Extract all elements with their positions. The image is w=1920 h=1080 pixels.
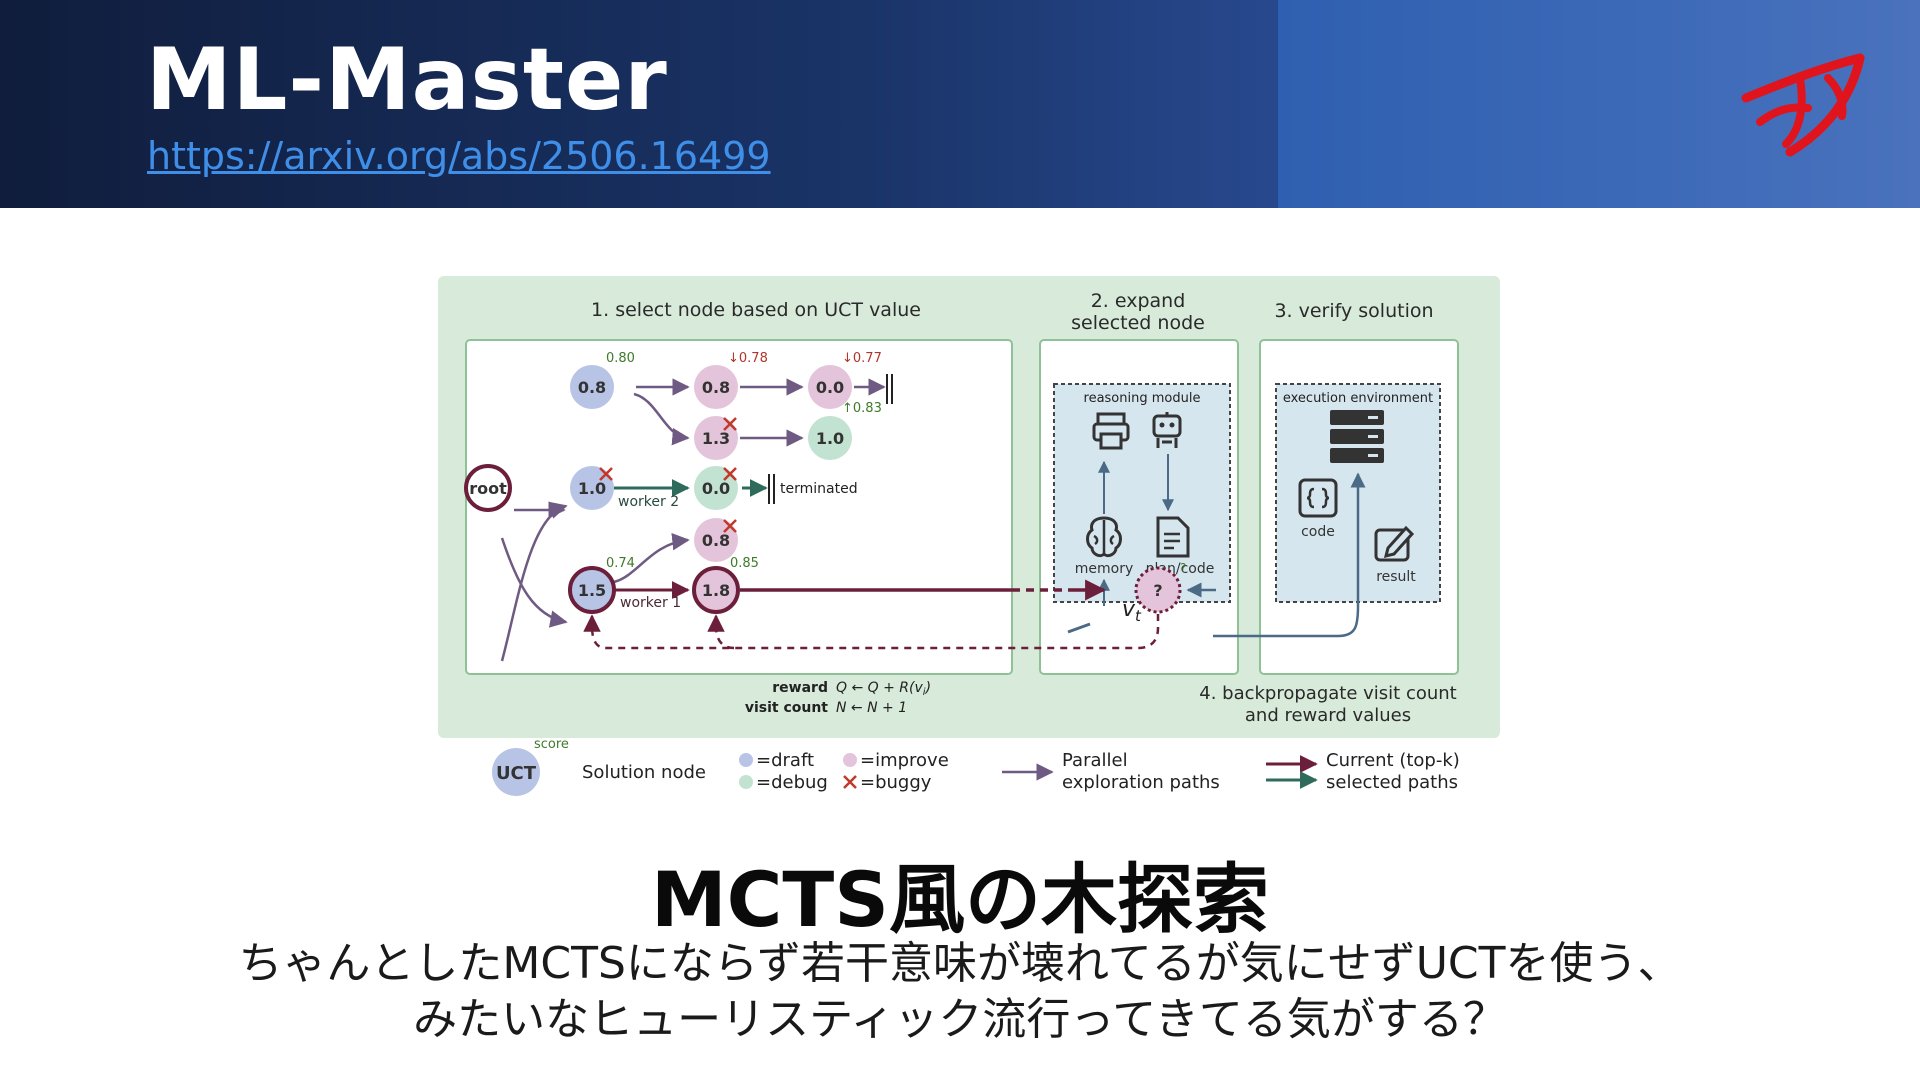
- header-accent-panel: [1278, 0, 1920, 208]
- slide-title: ML-Master: [146, 30, 668, 130]
- legend: UCT score Solution node =draft =improve …: [492, 737, 1460, 796]
- document-icon: [1156, 516, 1190, 558]
- reward-label: reward: [772, 680, 828, 696]
- legend-draft: =draft: [756, 750, 814, 771]
- backprop-path: [583, 614, 1160, 650]
- score-n1: 0.80: [606, 351, 635, 366]
- reasoning-module-box: [1053, 383, 1231, 603]
- body-text: ちゃんとしたMCTSにならず若干意味が壊れてるが気にせずUCTを使う、 みたいな…: [0, 936, 1920, 1048]
- memory-label: memory: [1075, 561, 1134, 577]
- server-icon: [1330, 410, 1384, 463]
- score-n5: 0.74: [606, 556, 635, 571]
- node-q-score: ?: [1180, 561, 1186, 575]
- edge-n9-n8: [613, 532, 690, 584]
- code-label: code: [1301, 524, 1335, 540]
- paper-link[interactable]: https://arxiv.org/abs/2506.16499: [147, 134, 771, 178]
- section-heading: MCTS風の木探索: [651, 855, 1269, 944]
- legend-solution-node: Solution node: [582, 762, 706, 783]
- buggy-mark-n6-icon: [599, 467, 613, 481]
- brand-logo-icon: [1741, 53, 1865, 157]
- step4-line1: 4. backpropagate visit count: [1199, 683, 1456, 704]
- terminated-label: terminated: [780, 481, 858, 497]
- mcts-figure: 1. select node based on UCT value 2. exp…: [438, 276, 1500, 796]
- node-n2: [694, 365, 738, 409]
- legend-current-line1: Current (top-k): [1326, 750, 1460, 771]
- score-n3: ↓0.77: [842, 351, 882, 366]
- legend-improve-dot: [843, 753, 857, 767]
- ml-master-diagram: 1. select node based on UCT value 2. exp…: [438, 276, 1500, 804]
- execution-environment-label: execution environment: [1283, 391, 1433, 406]
- code-braces-icon: [1298, 478, 1338, 518]
- edit-result-icon: [1374, 525, 1415, 562]
- score-n4: ↑0.83: [842, 401, 882, 416]
- node-n3-label: 0.0: [816, 378, 844, 397]
- node-n3: [808, 365, 852, 409]
- worker2-label: worker 2: [618, 494, 679, 510]
- vt-main: v: [1122, 597, 1136, 622]
- node-n1: [570, 365, 614, 409]
- legend-score: score: [534, 737, 569, 752]
- step3-title: 3. verify solution: [1274, 300, 1433, 322]
- legend-uct: UCT: [496, 763, 537, 784]
- robot-icon: [1152, 412, 1182, 448]
- visit-label: visit count: [745, 700, 828, 716]
- node-n4-label: 1.3: [702, 429, 730, 448]
- legend-parallel-line1: Parallel: [1062, 750, 1128, 771]
- node-q: [1134, 566, 1182, 614]
- node-n9-label: 1.5: [578, 581, 606, 600]
- node-n10-label: 1.8: [702, 581, 730, 600]
- legend-current-line2: selected paths: [1326, 772, 1458, 793]
- step2-title-line2: selected node: [1071, 312, 1205, 334]
- node-n10: [692, 566, 740, 614]
- visit-formula: N ← N + 1: [836, 700, 907, 716]
- edge-n1-n4: [633, 392, 690, 446]
- reasoning-module-label: reasoning module: [1084, 391, 1201, 406]
- legend-draft-dot: [739, 753, 753, 767]
- slide-header: ML-Master https://arxiv.org/abs/2506.164…: [0, 0, 1920, 208]
- node-n8-label: 0.8: [702, 531, 730, 550]
- node-n5-label: 1.0: [816, 429, 844, 448]
- step4-line2: and reward values: [1245, 705, 1411, 726]
- vt-label: vt: [1122, 597, 1142, 625]
- body-line-2: みたいなヒューリスティック流行ってきてる気がする？: [413, 994, 1507, 1045]
- node-q-label: ?: [1153, 581, 1162, 600]
- node-root-label: root: [469, 479, 507, 498]
- buggy-mark-n8-icon: [723, 519, 737, 533]
- expand-dash-short: [1067, 622, 1091, 634]
- verify-to-env-arrow: [1213, 472, 1366, 638]
- legend-debug-dot: [739, 775, 753, 789]
- reward-formula-main: Q ← Q + R(v: [836, 680, 923, 696]
- legend-improve: =improve: [860, 750, 949, 771]
- step2-title-line1: 2. expand: [1091, 290, 1186, 312]
- legend-buggy: =buggy: [860, 772, 932, 793]
- score-n6: 0.85: [730, 556, 759, 571]
- score-n2: ↓0.78: [728, 351, 768, 366]
- node-n9: [568, 566, 616, 614]
- node-n5: [808, 416, 852, 460]
- worker1-label: worker 1: [620, 595, 681, 611]
- node-n6-label: 1.0: [578, 479, 606, 498]
- node-n7-label: 0.0: [702, 479, 730, 498]
- vt-sub: t: [1135, 607, 1142, 625]
- legend-uct-node: [492, 748, 540, 796]
- edge-root-n9: [500, 537, 568, 628]
- buggy-mark-n4-icon: [723, 417, 737, 431]
- result-label: result: [1376, 569, 1416, 585]
- brain-icon: [1086, 516, 1122, 558]
- legend-debug: =debug: [756, 772, 828, 793]
- reward-formula-end: ): [925, 680, 931, 696]
- node-n2-label: 0.8: [702, 378, 730, 397]
- node-n1-label: 0.8: [578, 378, 606, 397]
- backprop-branch: [707, 614, 735, 650]
- legend-parallel-line2: exploration paths: [1062, 772, 1220, 793]
- body-line-1: ちゃんとしたMCTSにならず若干意味が壊れてるが気にせずUCTを使う、: [238, 938, 1682, 989]
- node-root: [464, 464, 512, 512]
- step1-title: 1. select node based on UCT value: [591, 299, 921, 321]
- reward-formula-sub: i: [923, 687, 926, 698]
- reward-formula: Q ← Q + R(vi): [836, 680, 931, 698]
- select-panel: [465, 339, 1013, 675]
- buggy-mark-n7-icon: [723, 467, 737, 481]
- printer-icon: [1092, 412, 1130, 450]
- legend-buggy-icon: [843, 775, 857, 789]
